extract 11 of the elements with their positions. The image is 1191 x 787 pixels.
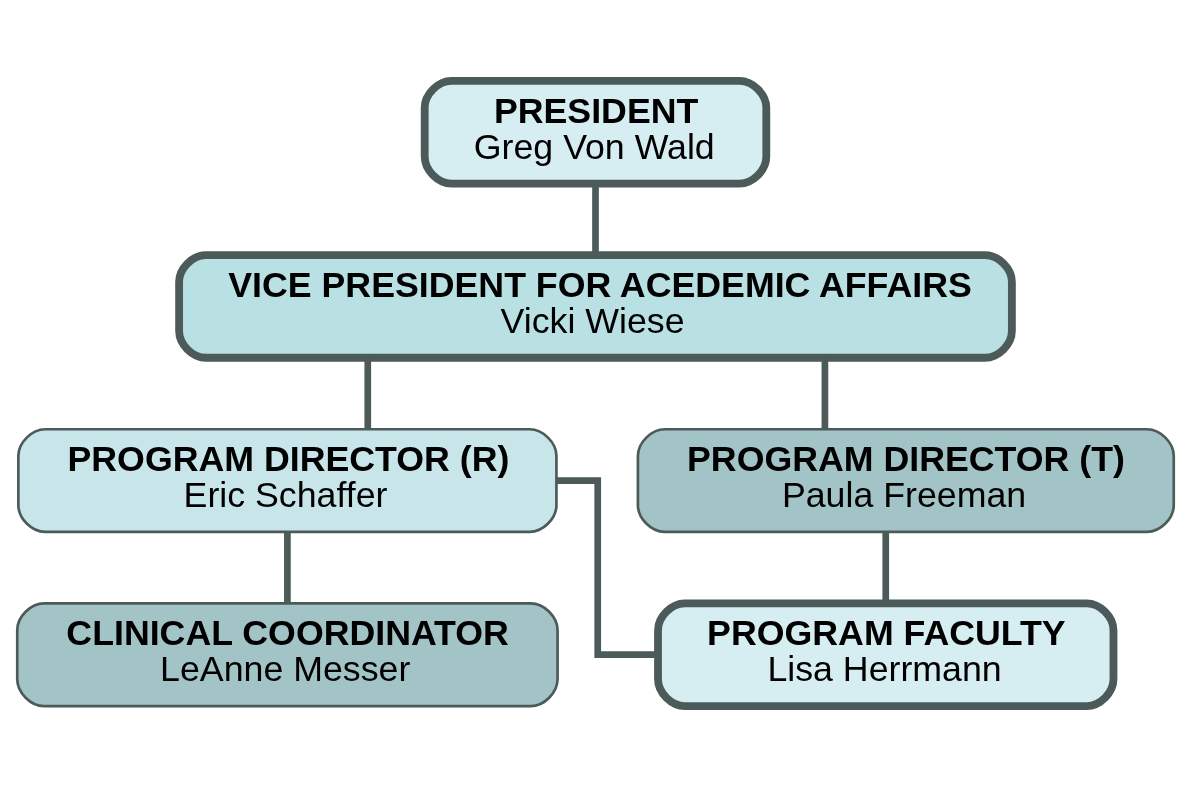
- connector: [556, 477, 658, 659]
- connector: [284, 532, 291, 604]
- node-box: PRESIDENT Greg Von Wald: [420, 77, 771, 188]
- connector: [821, 358, 829, 429]
- node-box: VICE PRESIDENT FOR ACEDEMIC AFFAIRS Vicki Wiese: [175, 251, 1016, 362]
- node-box: PROGRAM DIRECTOR (T) Paula Freeman: [636, 427, 1176, 534]
- node-box: PROGRAM FACULTY Lisa Herrmann: [654, 599, 1118, 710]
- node-box: PROGRAM DIRECTOR (R) Eric Schaffer: [17, 427, 558, 534]
- node-box: CLINICAL COORDINATOR LeAnne Messer: [15, 602, 559, 708]
- connector: [592, 184, 599, 255]
- connector: [364, 358, 372, 429]
